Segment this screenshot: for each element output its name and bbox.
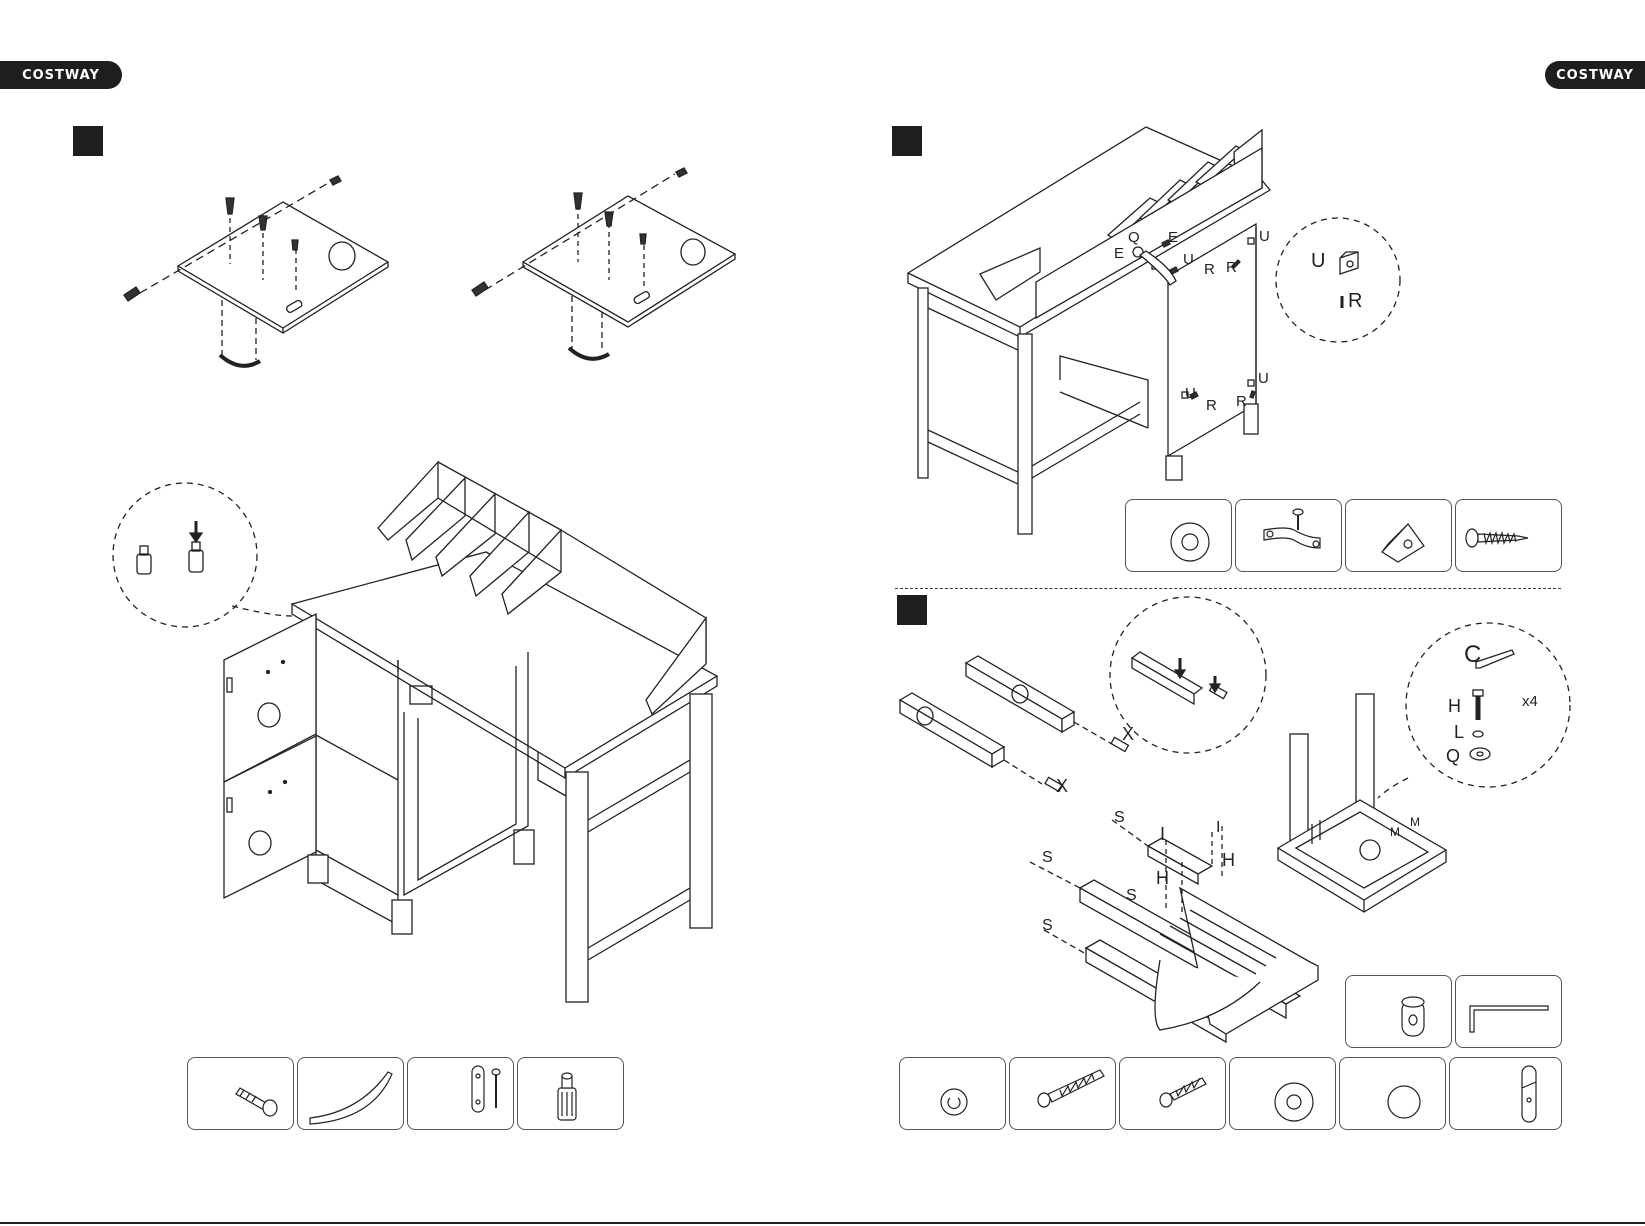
part-panel-short-bolt xyxy=(1119,1057,1226,1130)
part-panel-bolt xyxy=(187,1057,294,1130)
label-e-left: E xyxy=(1114,245,1124,262)
barrel-nut-icon xyxy=(1450,1058,1563,1131)
label-s-2: S xyxy=(1042,849,1053,866)
part-panel-wood-screw xyxy=(1455,499,1562,572)
part-panel-cam-dowel xyxy=(517,1057,624,1130)
part-panel-allen-key xyxy=(1455,975,1562,1048)
part-panel-barrel-nut xyxy=(1449,1057,1562,1130)
zoom-label-h: H xyxy=(1448,696,1461,716)
label-s-3: S xyxy=(1126,887,1137,904)
desk-illustration-rear xyxy=(908,127,1270,534)
page-bottom-rule xyxy=(0,1222,1645,1224)
part-panel-cam-lock xyxy=(1345,975,1452,1048)
zoom-label-l: L xyxy=(1454,722,1464,742)
zoom-label-c: C xyxy=(1464,641,1481,668)
label-h-left: H xyxy=(1156,868,1169,888)
part-panel-corner-bracket xyxy=(1345,499,1452,572)
label-i-right: I xyxy=(1216,819,1220,836)
label-x-upper: X xyxy=(1122,724,1134,744)
zoom-label-u: U xyxy=(1311,250,1325,272)
label-r-bottom-left: R xyxy=(1206,397,1217,414)
desk-illustration-main xyxy=(224,462,717,1002)
short-bolt-icon xyxy=(1120,1058,1227,1131)
zoom-detail-bracket: U R xyxy=(1276,218,1400,342)
label-x-lower: X xyxy=(1056,776,1068,796)
label-u-bottom-left: U xyxy=(1185,385,1196,402)
part-panel-strap-bracket xyxy=(1235,499,1342,572)
label-u-top-left: U xyxy=(1183,251,1194,268)
cam-dowel-icon xyxy=(518,1058,625,1131)
zoom-label-r: R xyxy=(1348,290,1362,312)
label-m-2: M xyxy=(1410,815,1420,829)
flat-washer-icon xyxy=(1230,1058,1337,1131)
label-q: Q xyxy=(1128,229,1140,246)
washer-icon xyxy=(1126,500,1233,573)
label-h-right: H xyxy=(1222,850,1235,870)
bolt-icon xyxy=(188,1058,295,1131)
hinge-plate-icon xyxy=(408,1058,515,1131)
part-panel-hinge-plate xyxy=(407,1057,514,1130)
handle-icon xyxy=(298,1058,405,1131)
label-r-top-right: R xyxy=(1226,259,1237,276)
part-panel-cap xyxy=(1339,1057,1446,1130)
leg-frame-illustration xyxy=(1278,694,1446,912)
long-bolt-icon xyxy=(1010,1058,1117,1131)
label-r-top-left: R xyxy=(1204,261,1215,278)
part-panel-handle xyxy=(297,1057,404,1130)
strap-bracket-icon xyxy=(1236,500,1343,573)
door-panel-illustration-2 xyxy=(472,168,735,359)
part-panel-spring-washer xyxy=(899,1057,1006,1130)
label-e-top: E xyxy=(1168,229,1178,246)
allen-key-icon xyxy=(1456,976,1563,1049)
label-m-1: M xyxy=(1390,825,1400,839)
part-panel-flat-washer xyxy=(1229,1057,1336,1130)
corner-bracket-icon xyxy=(1346,500,1453,573)
zoom-label-count: x4 xyxy=(1522,693,1538,710)
label-s-4: S xyxy=(1042,917,1053,934)
leg-rails-illustration xyxy=(900,656,1128,791)
part-panel-washer xyxy=(1125,499,1232,572)
door-panel-illustration-1 xyxy=(124,176,388,366)
cam-lock-icon xyxy=(1346,976,1453,1049)
spring-washer-icon xyxy=(900,1058,1007,1131)
cap-icon xyxy=(1340,1058,1447,1131)
zoom-label-q: Q xyxy=(1446,746,1460,766)
label-r-bottom-right: R xyxy=(1236,393,1247,410)
part-panel-long-bolt xyxy=(1009,1057,1116,1130)
label-u-top-right: U xyxy=(1259,228,1270,245)
zoom-detail-cam-dowel xyxy=(113,483,292,627)
label-i-left: I xyxy=(1160,824,1165,844)
wood-screw-icon xyxy=(1456,500,1563,573)
label-u-bottom-right: U xyxy=(1258,370,1269,387)
frame-illustration xyxy=(1030,820,1318,1042)
label-s-1: S xyxy=(1114,809,1125,826)
